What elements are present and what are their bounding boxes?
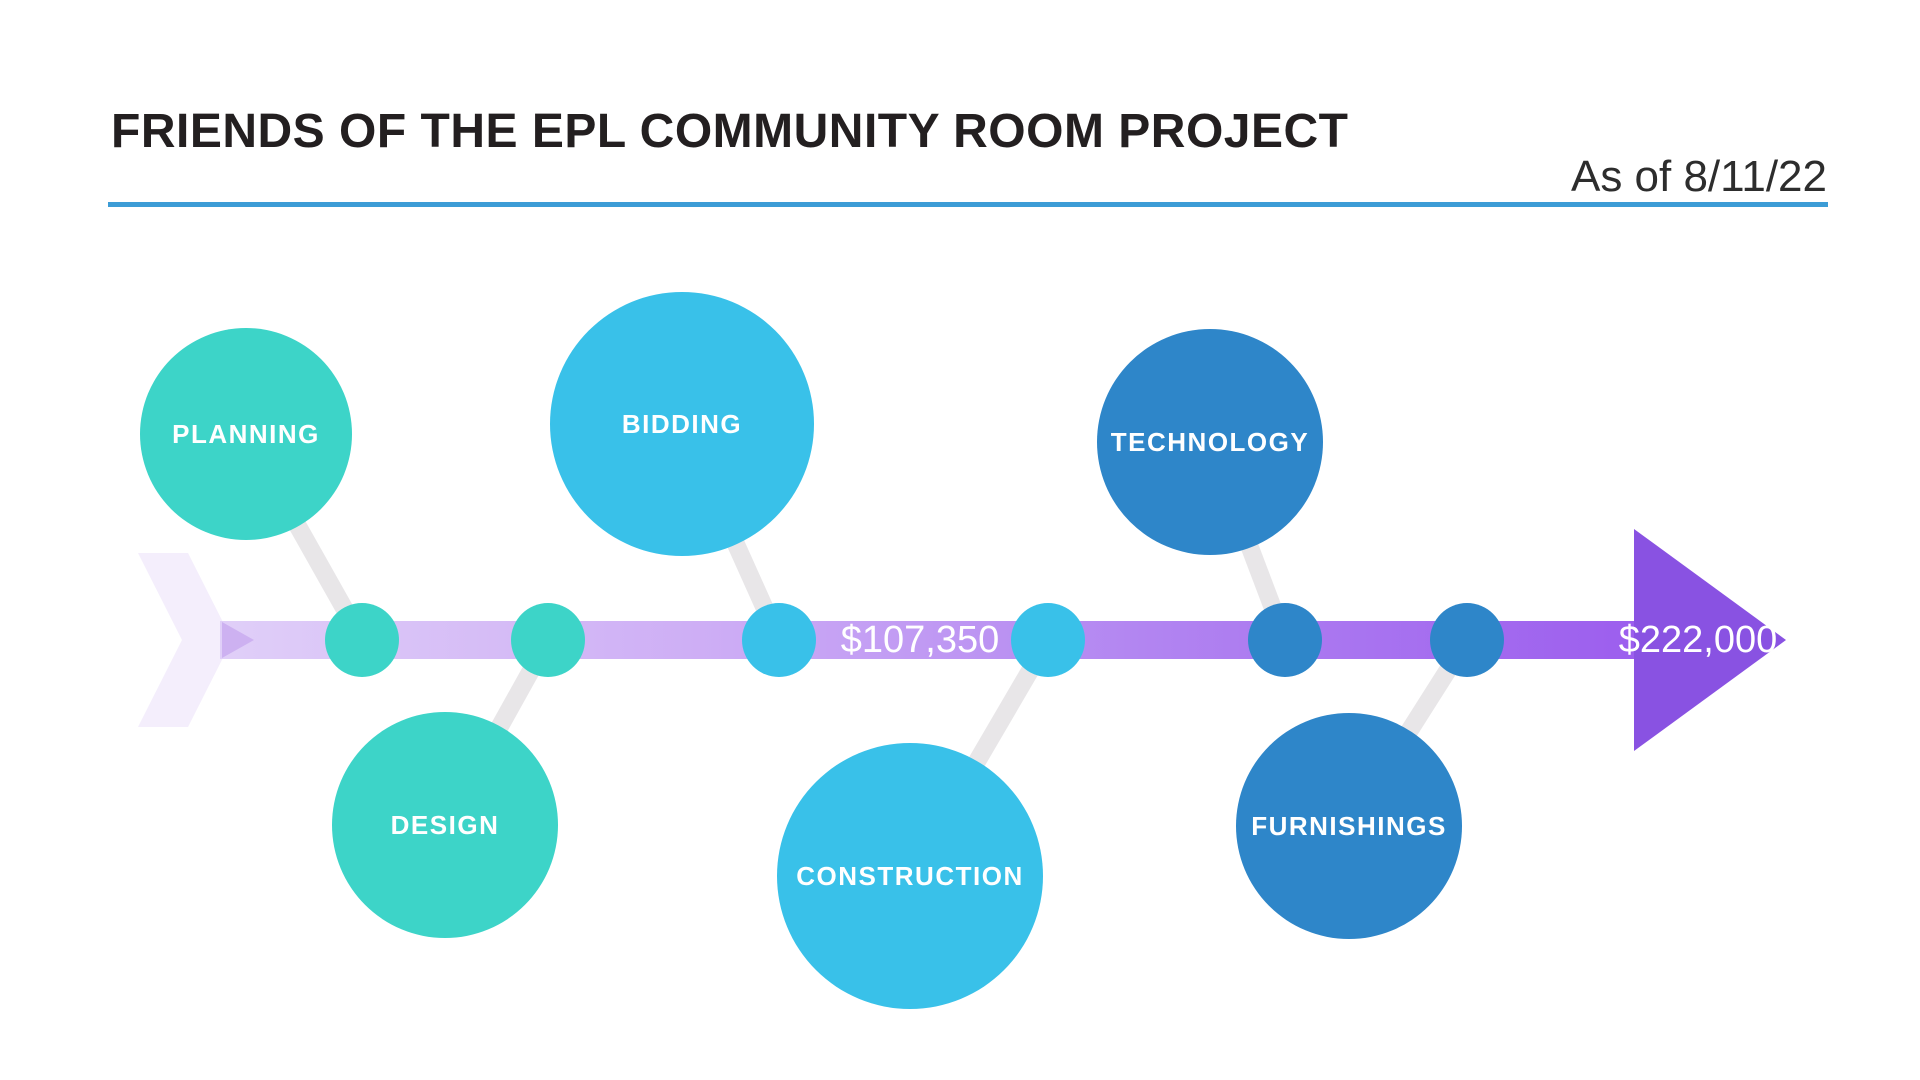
node-planning: [325, 603, 399, 677]
timeline-nodes: [325, 603, 1504, 677]
node-design: [511, 603, 585, 677]
as-of-date: As of 8/11/22: [1570, 152, 1827, 201]
tail-chevron: [138, 553, 232, 727]
node-construction: [1011, 603, 1085, 677]
node-furnishings: [1430, 603, 1504, 677]
phase-circle-construction: CONSTRUCTION: [777, 743, 1043, 1009]
phase-label: DESIGN: [390, 809, 500, 840]
phase-circle-furnishings: FURNISHINGS: [1236, 713, 1462, 939]
page-title: FRIENDS OF THE EPL COMMUNITY ROOM PROJEC…: [111, 105, 1349, 158]
phase-label: BIDDING: [621, 408, 743, 439]
phase-label: TECHNOLOGY: [1110, 426, 1310, 457]
node-bidding: [742, 603, 816, 677]
phase-circle-technology: TECHNOLOGY: [1097, 329, 1323, 555]
phase-label: FURNISHINGS: [1251, 810, 1447, 841]
phase-label: PLANNING: [172, 418, 320, 449]
arrow-head: [1634, 529, 1786, 751]
progress-bar: [220, 621, 1638, 659]
raised-amount: $107,350: [840, 618, 1000, 661]
header-rule: [108, 202, 1828, 207]
goal-amount: $222,000: [1618, 618, 1778, 661]
bar-start-notch: [222, 622, 254, 658]
node-technology: [1248, 603, 1322, 677]
phase-circle-bidding: BIDDING: [550, 292, 814, 556]
phase-circle-planning: PLANNING: [140, 328, 352, 540]
phase-label: CONSTRUCTION: [796, 860, 1024, 891]
phase-circle-design: DESIGN: [332, 712, 558, 938]
